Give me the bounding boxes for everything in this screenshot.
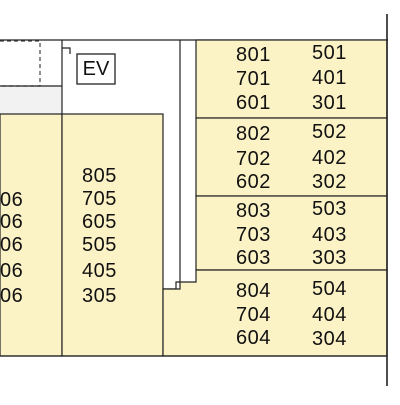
room-number: 06 — [0, 260, 24, 282]
room-number: 702 — [236, 148, 271, 170]
room-number: 304 — [312, 328, 347, 350]
room-number: 703 — [236, 224, 271, 246]
room-number: 603 — [236, 247, 271, 269]
room-number: 501 — [312, 42, 347, 64]
elevator-label: EV — [82, 58, 110, 80]
unit-block-4 — [162, 269, 388, 357]
room-number: 804 — [236, 280, 271, 302]
room-number: 801 — [236, 44, 271, 66]
unit-block-2 — [195, 117, 388, 197]
room-number: 305 — [82, 285, 117, 307]
room-number: 06 — [0, 211, 24, 233]
room-number: 802 — [236, 123, 271, 145]
room-number: 302 — [312, 171, 347, 193]
hallway-area — [0, 86, 62, 114]
corridor-wall — [163, 40, 181, 290]
room-number: 602 — [236, 171, 271, 193]
room-number: 505 — [82, 234, 117, 256]
room-number: 503 — [312, 198, 347, 220]
room-number: 404 — [312, 304, 347, 326]
left-unit-column — [0, 113, 63, 357]
room-number: 301 — [312, 92, 347, 114]
dashed-area-outline — [0, 40, 41, 87]
room-number: 601 — [236, 92, 271, 114]
room-number: 06 — [0, 234, 24, 256]
room-number: 705 — [82, 188, 117, 210]
room-number: 06 — [0, 189, 24, 211]
room-number: 605 — [82, 211, 117, 233]
middle-unit-column — [61, 113, 164, 357]
room-number: 303 — [312, 247, 347, 269]
room-number: 405 — [82, 260, 117, 282]
room-number: 701 — [236, 68, 271, 90]
unit-block-1 — [195, 39, 388, 119]
room-number: 402 — [312, 147, 347, 169]
room-number: 401 — [312, 67, 347, 89]
unit-block-3 — [195, 195, 388, 271]
room-number: 504 — [312, 278, 347, 300]
room-number: 805 — [82, 165, 117, 187]
room-number: 704 — [236, 304, 271, 326]
ev-notch — [62, 47, 71, 54]
elevator-box — [76, 53, 116, 85]
room-number: 502 — [312, 121, 347, 143]
room-number: 06 — [0, 285, 24, 307]
room-number: 604 — [236, 327, 271, 349]
room-number: 803 — [236, 200, 271, 222]
room-number: 403 — [312, 224, 347, 246]
